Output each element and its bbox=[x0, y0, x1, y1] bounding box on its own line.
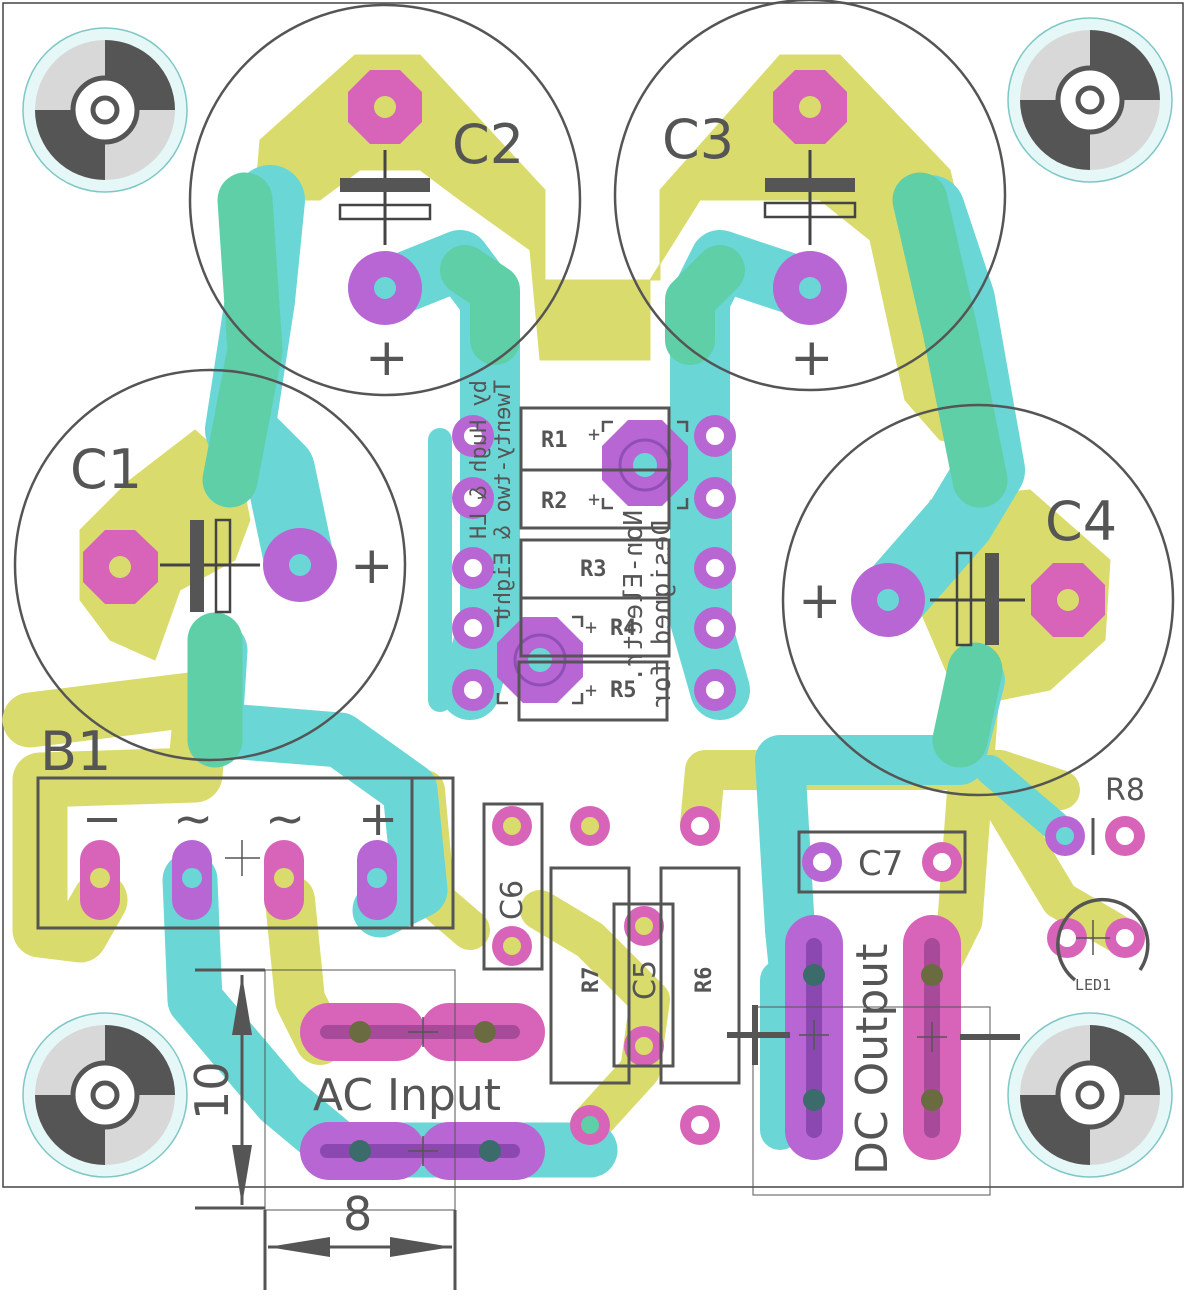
tilde-label: ~ bbox=[173, 791, 213, 847]
capacitor-outlines bbox=[13, 0, 1175, 797]
ac-input-label: AC Input bbox=[313, 1070, 501, 1121]
svg-text:Twenty-two & Eight: Twenty-two & Eight bbox=[491, 380, 516, 618]
arrow-icon bbox=[390, 1237, 452, 1257]
arrow-icon bbox=[232, 975, 252, 1035]
tilde-label: ~ bbox=[265, 791, 305, 847]
plus-icon: + bbox=[588, 422, 600, 446]
label-r3: R3 bbox=[580, 557, 607, 582]
capacitor-symbols bbox=[160, 150, 1025, 647]
dimension-lines bbox=[195, 968, 457, 1290]
dimension-width: 8 bbox=[343, 1187, 372, 1241]
label-c2: C2 bbox=[452, 113, 524, 176]
arrow-icon bbox=[268, 1237, 330, 1257]
plus-icon: + bbox=[365, 328, 409, 388]
minus-icon: − bbox=[82, 791, 122, 847]
mounting-hole-icon bbox=[1007, 1012, 1173, 1178]
mounting-hole-icon bbox=[22, 1012, 188, 1178]
plus-icon: + bbox=[798, 571, 842, 631]
label-b1: B1 bbox=[40, 720, 111, 783]
plus-icon: + bbox=[588, 487, 600, 511]
plus-icon: + bbox=[350, 536, 394, 596]
label-led1: LED1 bbox=[1075, 976, 1111, 994]
label-c1: C1 bbox=[70, 438, 142, 501]
svg-text:Non-Electr.: Non-Electr. bbox=[619, 510, 649, 682]
plus-icon: + bbox=[358, 791, 398, 847]
mirrored-credits: Twenty-two & Eight by Hugh & LH bbox=[467, 380, 516, 618]
label-r4: R4 bbox=[610, 616, 637, 641]
label-r1: R1 bbox=[541, 428, 568, 453]
dimension-height: 10 bbox=[185, 1061, 239, 1120]
silkscreen bbox=[36, 406, 1150, 1211]
mounting-hole-icon bbox=[1007, 17, 1173, 183]
label-r2: R2 bbox=[541, 489, 568, 514]
dc-output-label: DC Output bbox=[847, 944, 898, 1175]
plus-icon: + bbox=[585, 615, 597, 639]
label-r5: R5 bbox=[610, 678, 637, 703]
plus-icon: + bbox=[790, 328, 834, 388]
pads bbox=[80, 70, 1145, 1180]
svg-text:by Hugh & LH: by Hugh & LH bbox=[467, 380, 492, 539]
label-c6: C6 bbox=[495, 880, 530, 920]
label-r8: R8 bbox=[1105, 773, 1145, 808]
arrow-icon bbox=[232, 1145, 252, 1205]
mirrored-design-note: Designed for Non-Electr. bbox=[619, 510, 677, 708]
label-r7: R7 bbox=[579, 967, 604, 994]
plus-icon: + bbox=[585, 678, 597, 702]
label-c5: C5 bbox=[628, 960, 663, 1000]
mounting-hole-icon bbox=[22, 27, 188, 193]
label-c3: C3 bbox=[662, 108, 734, 171]
label-c4: C4 bbox=[1045, 490, 1117, 553]
label-r6: R6 bbox=[692, 967, 717, 994]
svg-text:Designed for: Designed for bbox=[647, 520, 677, 708]
label-c7: C7 bbox=[858, 844, 903, 884]
